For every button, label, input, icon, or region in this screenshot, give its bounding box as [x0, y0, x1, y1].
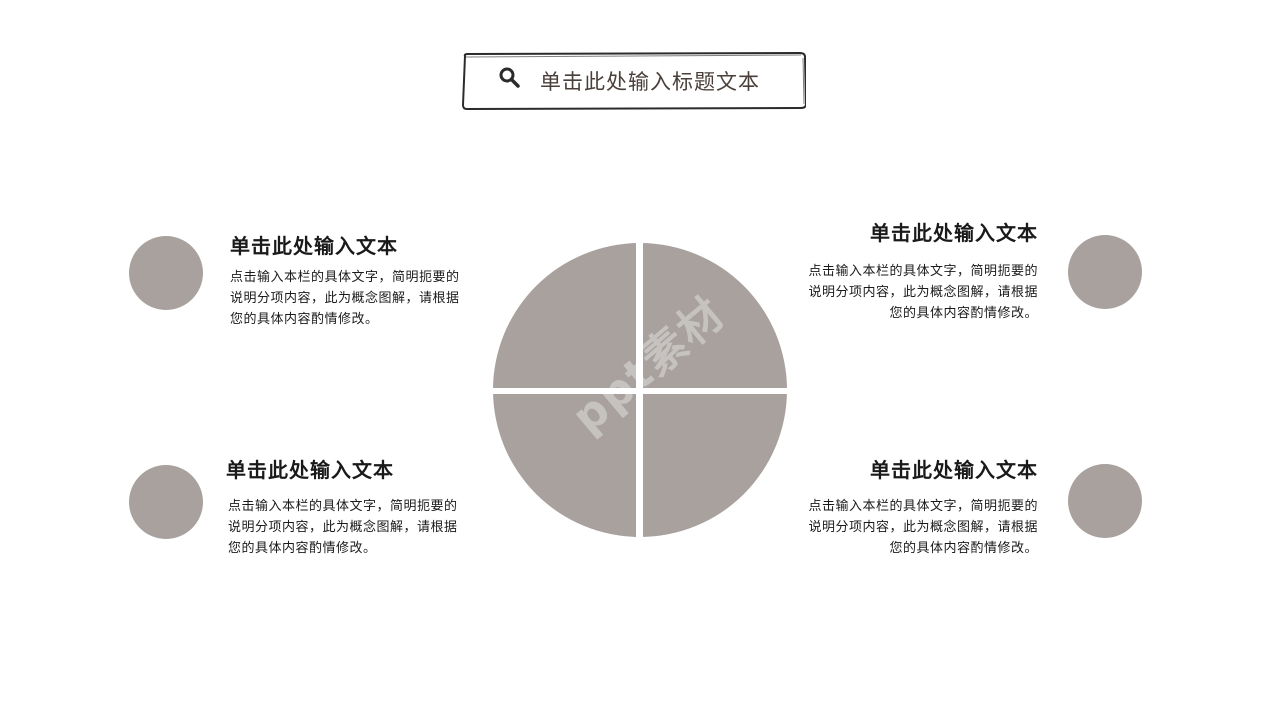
search-icon — [498, 66, 522, 90]
block-body: 点击输入本栏的具体文字，简明扼要的 说明分项内容，此为概念图解，请根据 您的具体… — [230, 270, 460, 327]
block-heading: 单击此处输入文本 — [870, 221, 1038, 245]
marker-circle-top-left — [129, 236, 203, 310]
text-block-bottom-left[interactable]: 单击此处输入文本 点击输入本栏的具体文字，简明扼要的 说明分项内容，此为概念图解… — [226, 454, 506, 559]
block-heading: 单击此处输入文本 — [870, 458, 1038, 482]
text-block-bottom-right[interactable]: 单击此处输入文本 点击输入本栏的具体文字，简明扼要的 说明分项内容，此为概念图解… — [758, 454, 1038, 559]
title-frame — [462, 52, 806, 110]
block-heading: 单击此处输入文本 — [230, 234, 398, 258]
block-heading: 单击此处输入文本 — [226, 458, 394, 482]
block-body: 点击输入本栏的具体文字，简明扼要的 说明分项内容，此为概念图解，请根据 您的具体… — [808, 499, 1038, 556]
marker-circle-top-right — [1068, 235, 1142, 309]
quadrant-bottom-left — [493, 394, 636, 537]
marker-circle-bottom-right — [1068, 464, 1142, 538]
block-body: 点击输入本栏的具体文字，简明扼要的 说明分项内容，此为概念图解，请根据 您的具体… — [808, 264, 1038, 321]
marker-circle-bottom-left — [129, 465, 203, 539]
quadrant-top-left — [493, 243, 636, 388]
page-title: 单击此处输入标题文本 — [540, 70, 760, 94]
text-block-top-right[interactable]: 单击此处输入文本 点击输入本栏的具体文字，简明扼要的 说明分项内容，此为概念图解… — [758, 217, 1038, 324]
title-box[interactable]: 单击此处输入标题文本 — [462, 52, 806, 110]
text-block-top-left[interactable]: 单击此处输入文本 点击输入本栏的具体文字，简明扼要的 说明分项内容，此为概念图解… — [230, 230, 510, 330]
block-body: 点击输入本栏的具体文字，简明扼要的 说明分项内容，此为概念图解，请根据 您的具体… — [228, 499, 458, 556]
